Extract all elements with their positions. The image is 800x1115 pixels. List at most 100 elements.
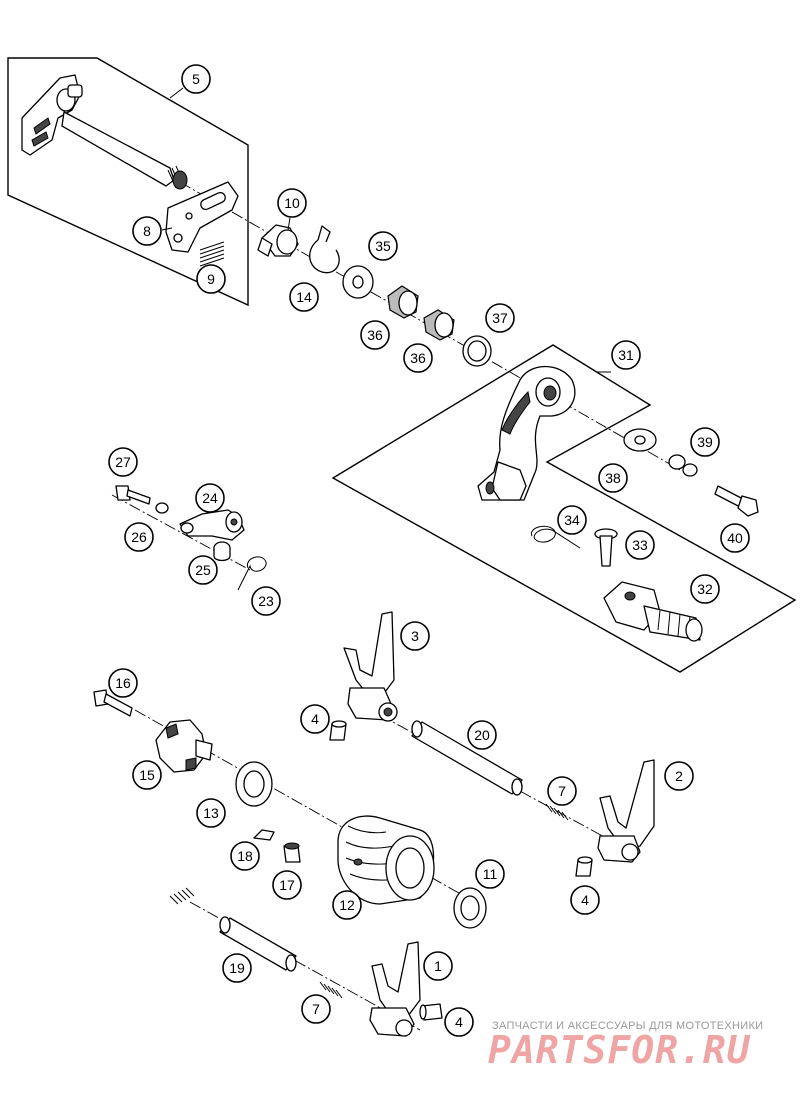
bolt-part <box>93 689 133 717</box>
svg-text:11: 11 <box>483 866 498 882</box>
svg-text:10: 10 <box>284 195 300 211</box>
callout-16: 16 <box>108 668 138 698</box>
bolt-part <box>115 485 151 505</box>
svg-text:8: 8 <box>143 223 151 239</box>
dowel-part <box>253 829 275 841</box>
svg-text:18: 18 <box>237 848 253 864</box>
callout-4: 4 <box>570 885 600 915</box>
callout-1: 1 <box>423 951 453 981</box>
callout-14: 14 <box>289 282 319 312</box>
svg-text:36: 36 <box>410 350 426 366</box>
lock-washer-part <box>668 454 698 477</box>
group-frame-5 <box>7 57 249 307</box>
callout-12: 12 <box>332 890 362 920</box>
svg-text:37: 37 <box>492 310 508 326</box>
shift-shaft-part <box>21 74 188 190</box>
svg-text:31: 31 <box>618 347 634 363</box>
spring-part <box>199 241 225 267</box>
callout-25: 25 <box>188 555 218 585</box>
svg-text:19: 19 <box>229 960 245 976</box>
svg-text:32: 32 <box>697 581 713 597</box>
group-frame-31 <box>331 344 797 673</box>
callout-10: 10 <box>277 188 307 218</box>
callout-35: 35 <box>368 231 398 261</box>
spring-part <box>319 981 343 999</box>
callout-31: 31 <box>611 340 641 370</box>
svg-text:13: 13 <box>203 805 219 821</box>
callout-4: 4 <box>300 704 330 734</box>
shift-drum-part <box>337 815 435 905</box>
spring-part <box>169 887 195 905</box>
callout-40: 40 <box>720 523 750 553</box>
shift-fork-part <box>597 759 655 863</box>
guide-pin-part <box>329 720 347 741</box>
svg-text:9: 9 <box>207 271 215 287</box>
washer-part <box>342 265 374 299</box>
seal-ring-part <box>462 335 492 367</box>
spring-part <box>545 803 569 821</box>
callout-26: 26 <box>124 522 154 552</box>
callout-5: 5 <box>181 64 211 94</box>
washer-part <box>623 428 657 452</box>
callout-32: 32 <box>690 574 720 604</box>
callout-37: 37 <box>485 303 515 333</box>
svg-text:20: 20 <box>474 727 490 743</box>
callout-38: 38 <box>598 463 628 493</box>
svg-text:16: 16 <box>115 675 131 691</box>
locking-lever-part <box>179 509 245 541</box>
callout-15: 15 <box>132 760 162 790</box>
bushing-part <box>257 224 299 257</box>
callout-8: 8 <box>132 216 162 246</box>
callout-24: 24 <box>195 483 225 513</box>
callout-36: 36 <box>360 320 390 350</box>
callout-33: 33 <box>625 530 655 560</box>
callout-17: 17 <box>272 870 302 900</box>
spring-part <box>237 556 267 591</box>
bolt-part <box>714 485 759 517</box>
svg-text:12: 12 <box>339 897 355 913</box>
shift-pawl-part <box>603 581 703 642</box>
svg-text:2: 2 <box>675 768 683 784</box>
watermark-subtitle: ЗАПЧАСТИ И АКСЕССУАРЫ ДЛЯ МОТОТЕХНИКИ <box>492 1020 764 1032</box>
callout-3: 3 <box>400 621 430 651</box>
callout-20: 20 <box>467 720 497 750</box>
callout-2: 2 <box>664 761 694 791</box>
svg-text:7: 7 <box>558 783 566 799</box>
svg-text:34: 34 <box>564 512 580 528</box>
svg-text:5: 5 <box>192 71 200 87</box>
svg-text:17: 17 <box>279 877 295 893</box>
svg-text:39: 39 <box>697 434 713 450</box>
guide-pin-part <box>575 856 593 877</box>
svg-text:4: 4 <box>455 1014 463 1030</box>
callout-39: 39 <box>690 427 720 457</box>
svg-text:14: 14 <box>296 289 312 305</box>
shift-plate-part <box>165 181 239 253</box>
svg-text:4: 4 <box>311 711 319 727</box>
fork-shaft-part <box>411 720 523 796</box>
pin-part <box>594 528 618 567</box>
svg-text:26: 26 <box>131 529 147 545</box>
circlip-part <box>309 225 340 274</box>
svg-text:27: 27 <box>115 454 131 470</box>
spring-part <box>530 525 581 549</box>
callout-34: 34 <box>557 505 587 535</box>
guide-pin-part <box>419 1003 443 1021</box>
washer-part <box>155 502 169 514</box>
svg-text:23: 23 <box>258 593 274 609</box>
svg-text:15: 15 <box>139 767 155 783</box>
callout-4: 4 <box>444 1007 474 1037</box>
callout-13: 13 <box>196 798 226 828</box>
needle-bearing-part <box>423 309 455 341</box>
callout-23: 23 <box>251 586 281 616</box>
callout-11: 11 <box>475 859 505 889</box>
svg-text:40: 40 <box>727 530 743 546</box>
svg-text:35: 35 <box>375 238 391 254</box>
svg-text:1: 1 <box>434 958 442 974</box>
bearing-ring-part <box>453 887 487 929</box>
shift-lever-part <box>477 366 576 501</box>
callout-36: 36 <box>403 343 433 373</box>
shift-drum-star-part <box>155 719 213 773</box>
callout-18: 18 <box>230 841 260 871</box>
seal-ring-part <box>235 761 273 807</box>
